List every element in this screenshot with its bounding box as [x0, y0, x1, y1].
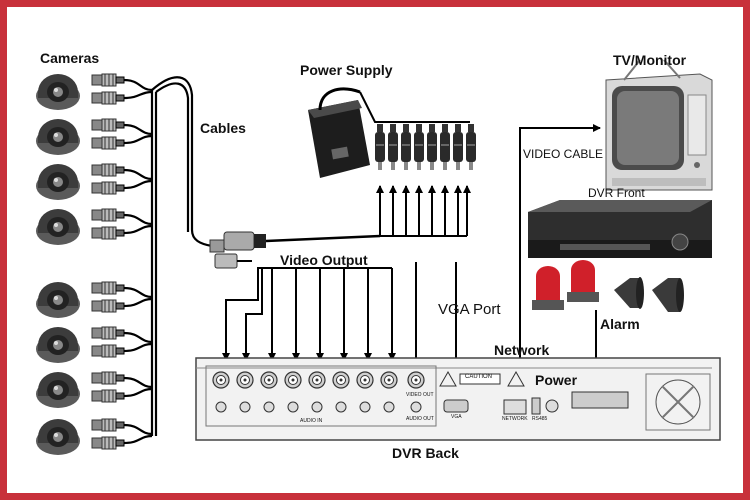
dvr-back-panel: [195, 357, 721, 441]
cable-joint: [209, 231, 381, 269]
camera-1: [36, 74, 80, 110]
tv-monitor: [605, 59, 713, 191]
network-label: Network: [494, 342, 550, 358]
cameras-label: Cameras: [40, 50, 100, 66]
tv-monitor-label: TV/Monitor: [613, 52, 687, 68]
rs485-text: RS485: [532, 416, 548, 422]
video-output-arrows: [222, 267, 396, 361]
caution-text: CAUTION: [465, 374, 492, 380]
audio-in-text: AUDIO IN: [300, 418, 323, 424]
alarm-devices: [532, 260, 684, 312]
camera-group: [36, 74, 80, 455]
video-output-label: Video Output: [280, 252, 368, 268]
video-out-text: VIDEO OUT: [406, 392, 434, 398]
camera-5: [36, 282, 80, 318]
camera-7: [36, 372, 80, 408]
camera-cables: [91, 73, 213, 450]
power-arrows: [376, 185, 471, 237]
video-cable-label: VIDEO CABLE: [523, 147, 604, 161]
cables-label: Cables: [200, 120, 246, 136]
dvr-front-label: DVR Front: [588, 186, 645, 200]
network-text: NETWORK: [502, 416, 528, 422]
camera-8: [36, 419, 80, 455]
power-supply-label: Power Supply: [300, 62, 393, 78]
power-supply: [308, 87, 476, 178]
power-label: Power: [535, 372, 578, 388]
dvr-back-label: DVR Back: [392, 445, 459, 461]
alarm-label: Alarm: [600, 316, 640, 332]
camera-6: [36, 327, 80, 363]
camera-3: [36, 164, 80, 200]
vga-text: VGA: [451, 414, 462, 420]
camera-4: [36, 209, 80, 245]
dvr-front: [528, 200, 712, 258]
camera-2: [36, 119, 80, 155]
vga-port-label: VGA Port: [438, 301, 501, 318]
audio-out-text: AUDIO OUT: [406, 416, 434, 422]
